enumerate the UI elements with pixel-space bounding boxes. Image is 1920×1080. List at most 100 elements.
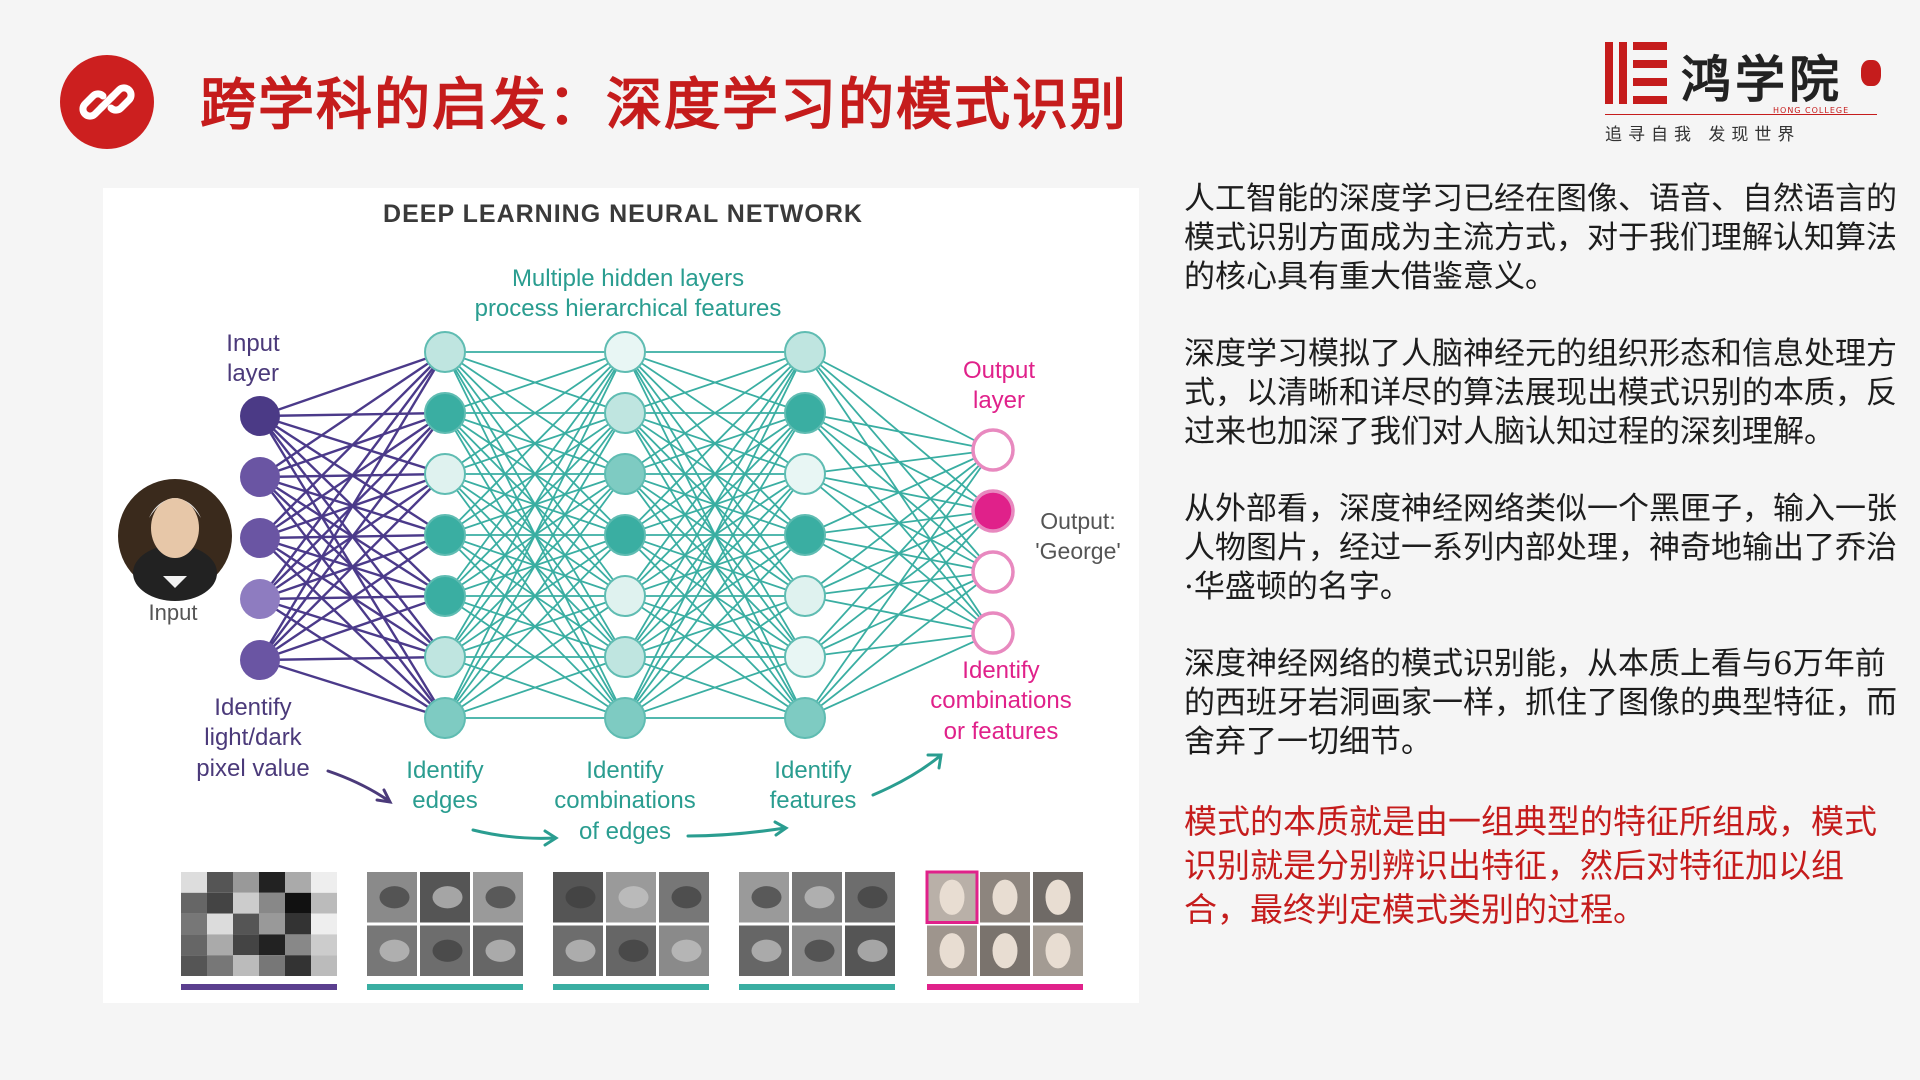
pixel-cell	[259, 934, 285, 956]
pixel-cell	[207, 892, 233, 914]
feature-shape	[857, 886, 888, 909]
input-layer-label-2: layer	[227, 360, 279, 387]
thumbnail-underline	[739, 984, 895, 990]
connection-line	[259, 350, 446, 418]
pixel-cell	[207, 872, 233, 893]
arrow-step3	[686, 826, 787, 838]
logo-brand: 鸿学院	[1681, 50, 1843, 109]
step3-line2: combinations	[554, 787, 695, 814]
pixel-cell	[233, 934, 259, 956]
connection-line	[624, 412, 806, 719]
neural-network-diagram: DEEP LEARNING NEURAL NETWORK Multiple hi…	[103, 188, 1139, 1003]
face-shape	[1045, 933, 1071, 969]
pixel-cell	[259, 955, 285, 976]
feature-thumbnails	[181, 870, 1083, 990]
connection-line	[259, 534, 446, 661]
hidden-node	[424, 392, 466, 434]
seal-icon	[1861, 60, 1881, 86]
output-layer-label-1: Output	[963, 357, 1035, 384]
step5-line3: or features	[944, 718, 1059, 745]
input-layer-label-1: Input	[226, 330, 280, 357]
input-label: Input	[149, 600, 198, 625]
face-shape	[939, 933, 965, 969]
connection-line	[444, 595, 626, 719]
connection-line	[444, 351, 626, 719]
thumbnail-underline	[181, 984, 337, 990]
feature-shape	[432, 939, 463, 962]
slide-title: 跨学科的启发：深度学习的模式识别	[200, 72, 1128, 138]
feature-shape	[857, 939, 888, 962]
network-connections	[258, 350, 994, 720]
pixel-cell	[259, 913, 285, 935]
connection-line	[804, 449, 994, 658]
feature-shape	[565, 939, 596, 962]
connection-line	[804, 351, 994, 451]
output-node	[971, 428, 1015, 472]
thumbnail-group-2	[367, 872, 523, 990]
feature-shape	[804, 939, 835, 962]
paragraph-5-highlight: 模式的本质就是由一组典型的特征所组成，模式识别就是分别辨识出特征，然后对特征加以…	[1184, 802, 1877, 929]
network-nodes	[240, 331, 1015, 739]
diagram-title: DEEP LEARNING NEURAL NETWORK	[383, 200, 863, 228]
thumbnail-group-3	[553, 872, 709, 990]
feature-shape	[379, 939, 410, 962]
face-shape	[992, 933, 1018, 969]
pixel-cell	[259, 892, 285, 914]
thumbnail-underline	[367, 984, 523, 990]
connection-line	[624, 656, 806, 719]
pixel-cell	[181, 892, 207, 914]
paragraph-4: 深度神经网络的模式识别能，从本质上看与6万年前的西班牙岩洞画家一样，抓住了图像的…	[1184, 646, 1897, 760]
output-value-label-1: Output:	[1040, 508, 1115, 534]
connection-line	[444, 351, 626, 475]
connection-line	[259, 473, 446, 661]
output-node	[971, 489, 1015, 533]
pixel-cell	[285, 872, 311, 893]
hidden-node	[424, 331, 466, 373]
hidden-layers-label-2: process hierarchical features	[475, 295, 782, 322]
link-icon	[60, 55, 154, 149]
step3-line1: Identify	[586, 757, 663, 784]
hidden-node	[424, 453, 466, 495]
connection-line	[259, 658, 446, 720]
hidden-node	[784, 575, 826, 617]
connection-line	[804, 449, 994, 475]
pixel-cell	[233, 913, 259, 935]
pixel-cell	[207, 934, 233, 956]
connection-line	[258, 351, 447, 661]
connection-line	[259, 351, 446, 539]
connection-line	[624, 351, 806, 475]
output-value-label-2: 'George'	[1035, 538, 1121, 564]
process-arrows	[326, 753, 943, 847]
step2-line2: edges	[412, 787, 477, 814]
feature-shape	[485, 939, 516, 962]
connection-line	[444, 351, 626, 597]
connection-line	[444, 534, 626, 719]
paragraph-3: 从外部看，深度神经网络类似一个黑匣子，输入一张人物图片，经过一系列内部处理，神奇…	[1184, 491, 1897, 605]
hidden-node	[424, 575, 466, 617]
pixel-cell	[233, 892, 259, 914]
pixel-cell	[207, 913, 233, 935]
input-portrait	[118, 479, 232, 601]
hidden-node	[604, 514, 646, 556]
connection-line	[804, 510, 994, 719]
connection-line	[624, 351, 806, 536]
connection-line	[259, 412, 446, 661]
pixel-cell	[207, 955, 233, 976]
connection-line	[259, 351, 446, 600]
pixel-cell	[259, 872, 285, 893]
step4-line2: features	[770, 787, 857, 814]
connection-line	[624, 534, 806, 719]
hidden-node	[424, 514, 466, 556]
connection-line	[804, 449, 994, 536]
step3-line3: of edges	[579, 818, 671, 845]
feature-shape	[751, 886, 782, 909]
logo-tagline: 追寻自我 发现世界	[1605, 125, 1801, 145]
output-layer-label-2: layer	[973, 387, 1025, 414]
connection-line	[804, 412, 994, 451]
connection-line	[804, 571, 994, 719]
face-shape	[992, 879, 1018, 915]
pixel-cell	[311, 934, 337, 956]
connection-line	[259, 594, 446, 662]
thumbnail-group-4	[739, 872, 895, 990]
college-logo: 鸿学院 HONG COLLEGE 追寻自我 发现世界	[1605, 38, 1885, 148]
